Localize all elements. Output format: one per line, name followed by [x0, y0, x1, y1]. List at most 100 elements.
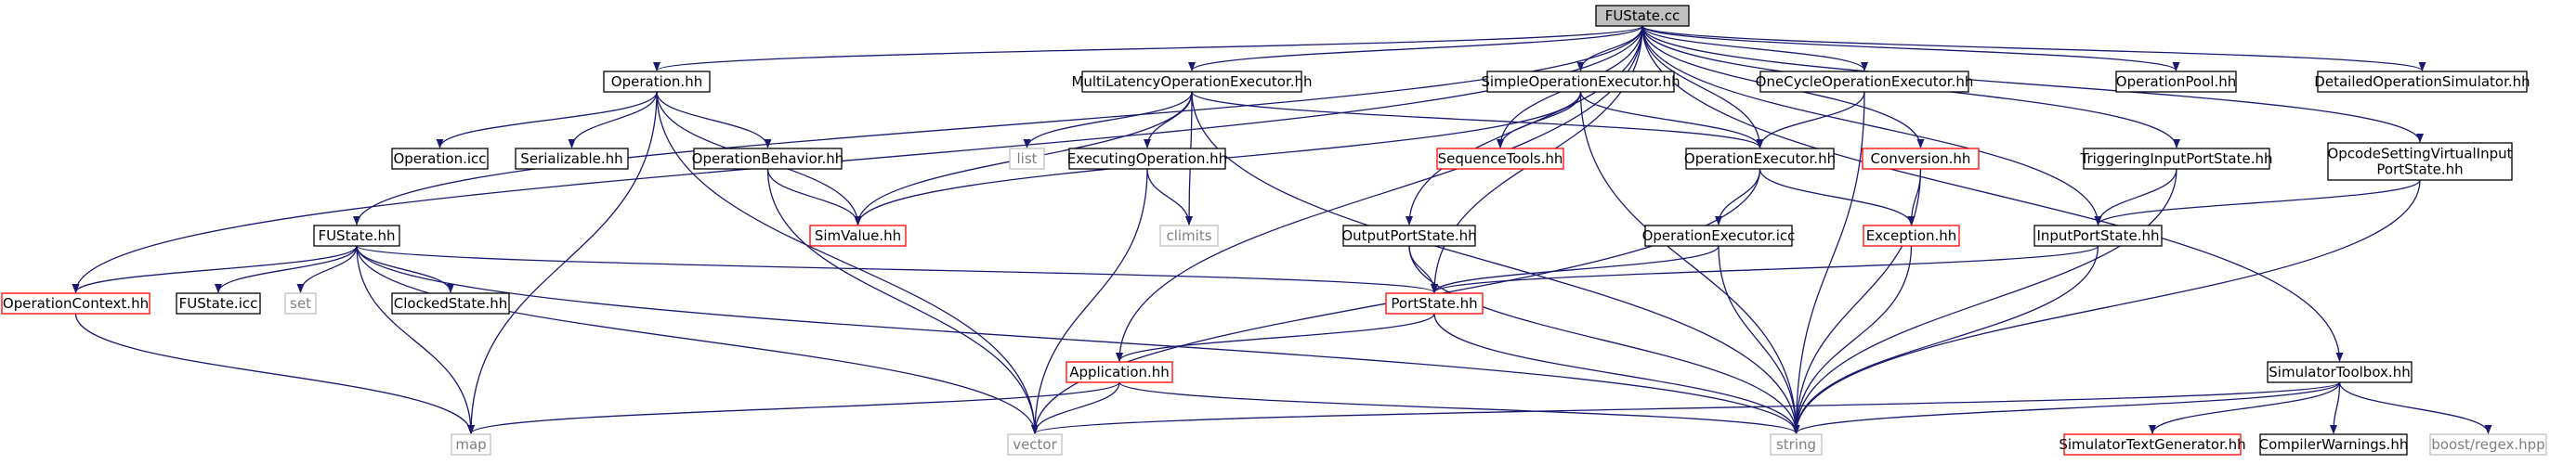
node-label: Conversion.hh — [1871, 150, 1971, 167]
edge-line — [1792, 168, 1922, 434]
node-simtoolbox[interactable]: SimulatorToolbox.hh — [2267, 361, 2413, 383]
edge-exception-to-string — [1792, 245, 1913, 434]
node-map[interactable]: map — [451, 433, 491, 456]
node-triggering[interactable]: TriggeringInputPortState.hh — [2080, 148, 2273, 170]
node-operation_hh[interactable]: Operation.hh — [603, 71, 711, 93]
node-label: OutputPortState.hh — [1341, 227, 1476, 244]
node-oppool[interactable]: OperationPool.hh — [2115, 71, 2237, 93]
edge-line — [1718, 245, 1800, 434]
node-opexecutor[interactable]: OperationExecutor.hh — [1684, 148, 1836, 170]
node-climits[interactable]: climits — [1159, 225, 1219, 247]
node-label: TriggeringInputPortState.hh — [2080, 150, 2273, 167]
edge-line — [1431, 245, 1720, 293]
node-label: FUState.hh — [318, 227, 395, 244]
node-fustate_hh[interactable]: FUState.hh — [313, 225, 400, 247]
edge-line — [1641, 25, 2102, 226]
node-label: OperationBehavior.hh — [692, 150, 844, 167]
node-opexecutor_icc[interactable]: OperationExecutor.icc — [1642, 225, 1796, 247]
edge-line — [1188, 25, 1643, 71]
edge-fustate_cc-to-onecycle — [1641, 25, 1868, 71]
node-box — [693, 148, 843, 170]
edge-line — [1431, 245, 2099, 293]
edge-opbehavior-to-vector — [766, 168, 1039, 434]
node-box — [1436, 148, 1564, 170]
node-box — [1081, 71, 1302, 93]
edge-opbehavior-to-simvalue — [766, 168, 862, 226]
node-conversion[interactable]: Conversion.hh — [1862, 148, 1980, 170]
node-label: OperationExecutor.hh — [1684, 150, 1836, 167]
node-multilatency[interactable]: MultiLatencyOperationExecutor.hh — [1071, 71, 1313, 93]
node-label: Application.hh — [1069, 364, 1170, 380]
edge-line — [1031, 381, 2341, 434]
edge-fustate_cc-to-opcodesetting — [1641, 25, 2424, 143]
edge-opcodesetting-to-inputport — [2094, 179, 2421, 226]
node-opcontext[interactable]: OperationContext.hh — [1, 292, 150, 315]
node-boostregex[interactable]: boost/regex.hpp — [2429, 433, 2547, 456]
edge-conversion-to-string — [1792, 168, 1922, 434]
edge-simtoolbox-to-boostregex — [2338, 381, 2492, 434]
node-simpleop[interactable]: SimpleOperationExecutor.hh — [1481, 71, 1680, 93]
edge-fustate_cc-to-operation_hh — [653, 25, 1643, 71]
node-simvalue[interactable]: SimValue.hh — [809, 225, 907, 247]
node-fustate_cc[interactable]: FUState.cc — [1595, 5, 1690, 27]
node-compilerwarn[interactable]: CompilerWarnings.hh — [2259, 433, 2409, 456]
node-detailedsim[interactable]: DetailedOperationSimulator.hh — [2314, 71, 2530, 93]
edge-simtoolbox-to-compilerwarn — [2330, 381, 2341, 434]
node-vector[interactable]: vector — [1007, 433, 1063, 456]
node-label: SimulatorToolbox.hh — [2269, 364, 2410, 380]
node-operation_icc[interactable]: Operation.icc — [391, 148, 489, 170]
edge-simpleop-to-string — [1579, 91, 1800, 434]
edge-line — [356, 245, 1438, 293]
edge-multilatency-to-string — [1191, 91, 1800, 434]
node-box — [2083, 148, 2270, 170]
node-string[interactable]: string — [1770, 433, 1823, 456]
node-seqtools[interactable]: SequenceTools.hh — [1436, 148, 1564, 170]
edge-line — [353, 25, 1643, 226]
node-box — [1159, 225, 1219, 247]
node-serializable[interactable]: Serializable.hh — [515, 148, 629, 170]
node-portstate[interactable]: PortState.hh — [1385, 292, 1484, 315]
node-label: SimValue.hh — [815, 227, 901, 244]
node-box — [2267, 361, 2413, 383]
edge-line — [656, 91, 1039, 434]
edge-portstate-to-application — [1116, 313, 1435, 362]
edge-line — [1497, 91, 1582, 148]
node-outputport[interactable]: OutputPortState.hh — [1341, 225, 1477, 247]
edge-opcontext-to-map — [74, 313, 475, 434]
node-box — [515, 148, 629, 170]
node-fustate_icc[interactable]: FUState.icc — [176, 292, 261, 315]
node-exception[interactable]: Exception.hh — [1863, 225, 1960, 247]
edge-line — [1433, 313, 1800, 434]
node-box — [1759, 71, 1969, 93]
edge-line — [656, 91, 772, 148]
node-label: DetailedOperationSimulator.hh — [2314, 73, 2530, 90]
edge-line — [1641, 25, 2424, 143]
node-label: SimulatorTextGenerator.hh — [2059, 436, 2245, 453]
node-clocked[interactable]: ClockedState.hh — [391, 292, 510, 315]
edge-portstate-to-string — [1433, 313, 1800, 434]
edge-opcodesetting-to-string — [1792, 179, 2421, 434]
node-onecycle[interactable]: OneCycleOperationExecutor.hh — [1756, 71, 1974, 93]
node-application[interactable]: Application.hh — [1066, 361, 1173, 383]
node-list[interactable]: list — [1009, 148, 1045, 170]
edge-multilatency-to-list — [1023, 91, 1193, 148]
edge-simpleop-to-opexecutor — [1579, 91, 1764, 148]
node-set[interactable]: set — [284, 292, 317, 315]
node-simtextgen[interactable]: SimulatorTextGenerator.hh — [2059, 433, 2246, 456]
edge-simpleop-to-seqtools — [1497, 91, 1582, 148]
node-box — [391, 148, 489, 170]
node-inputport[interactable]: InputPortState.hh — [2033, 225, 2163, 247]
edge-line — [1118, 381, 1800, 434]
edge-line — [356, 245, 475, 434]
edge-executingop-to-vector — [1031, 168, 1148, 434]
edge-inputport-to-portstate — [1431, 245, 2099, 293]
node-box — [1, 292, 150, 315]
node-label: OpcodeSettingVirtualInput — [2327, 146, 2512, 162]
edge-line — [568, 91, 658, 148]
edge-line — [1907, 168, 1922, 226]
node-executingop[interactable]: ExecutingOperation.hh — [1067, 148, 1227, 170]
edge-line — [2094, 179, 2421, 226]
node-opbehavior[interactable]: OperationBehavior.hh — [692, 148, 844, 170]
